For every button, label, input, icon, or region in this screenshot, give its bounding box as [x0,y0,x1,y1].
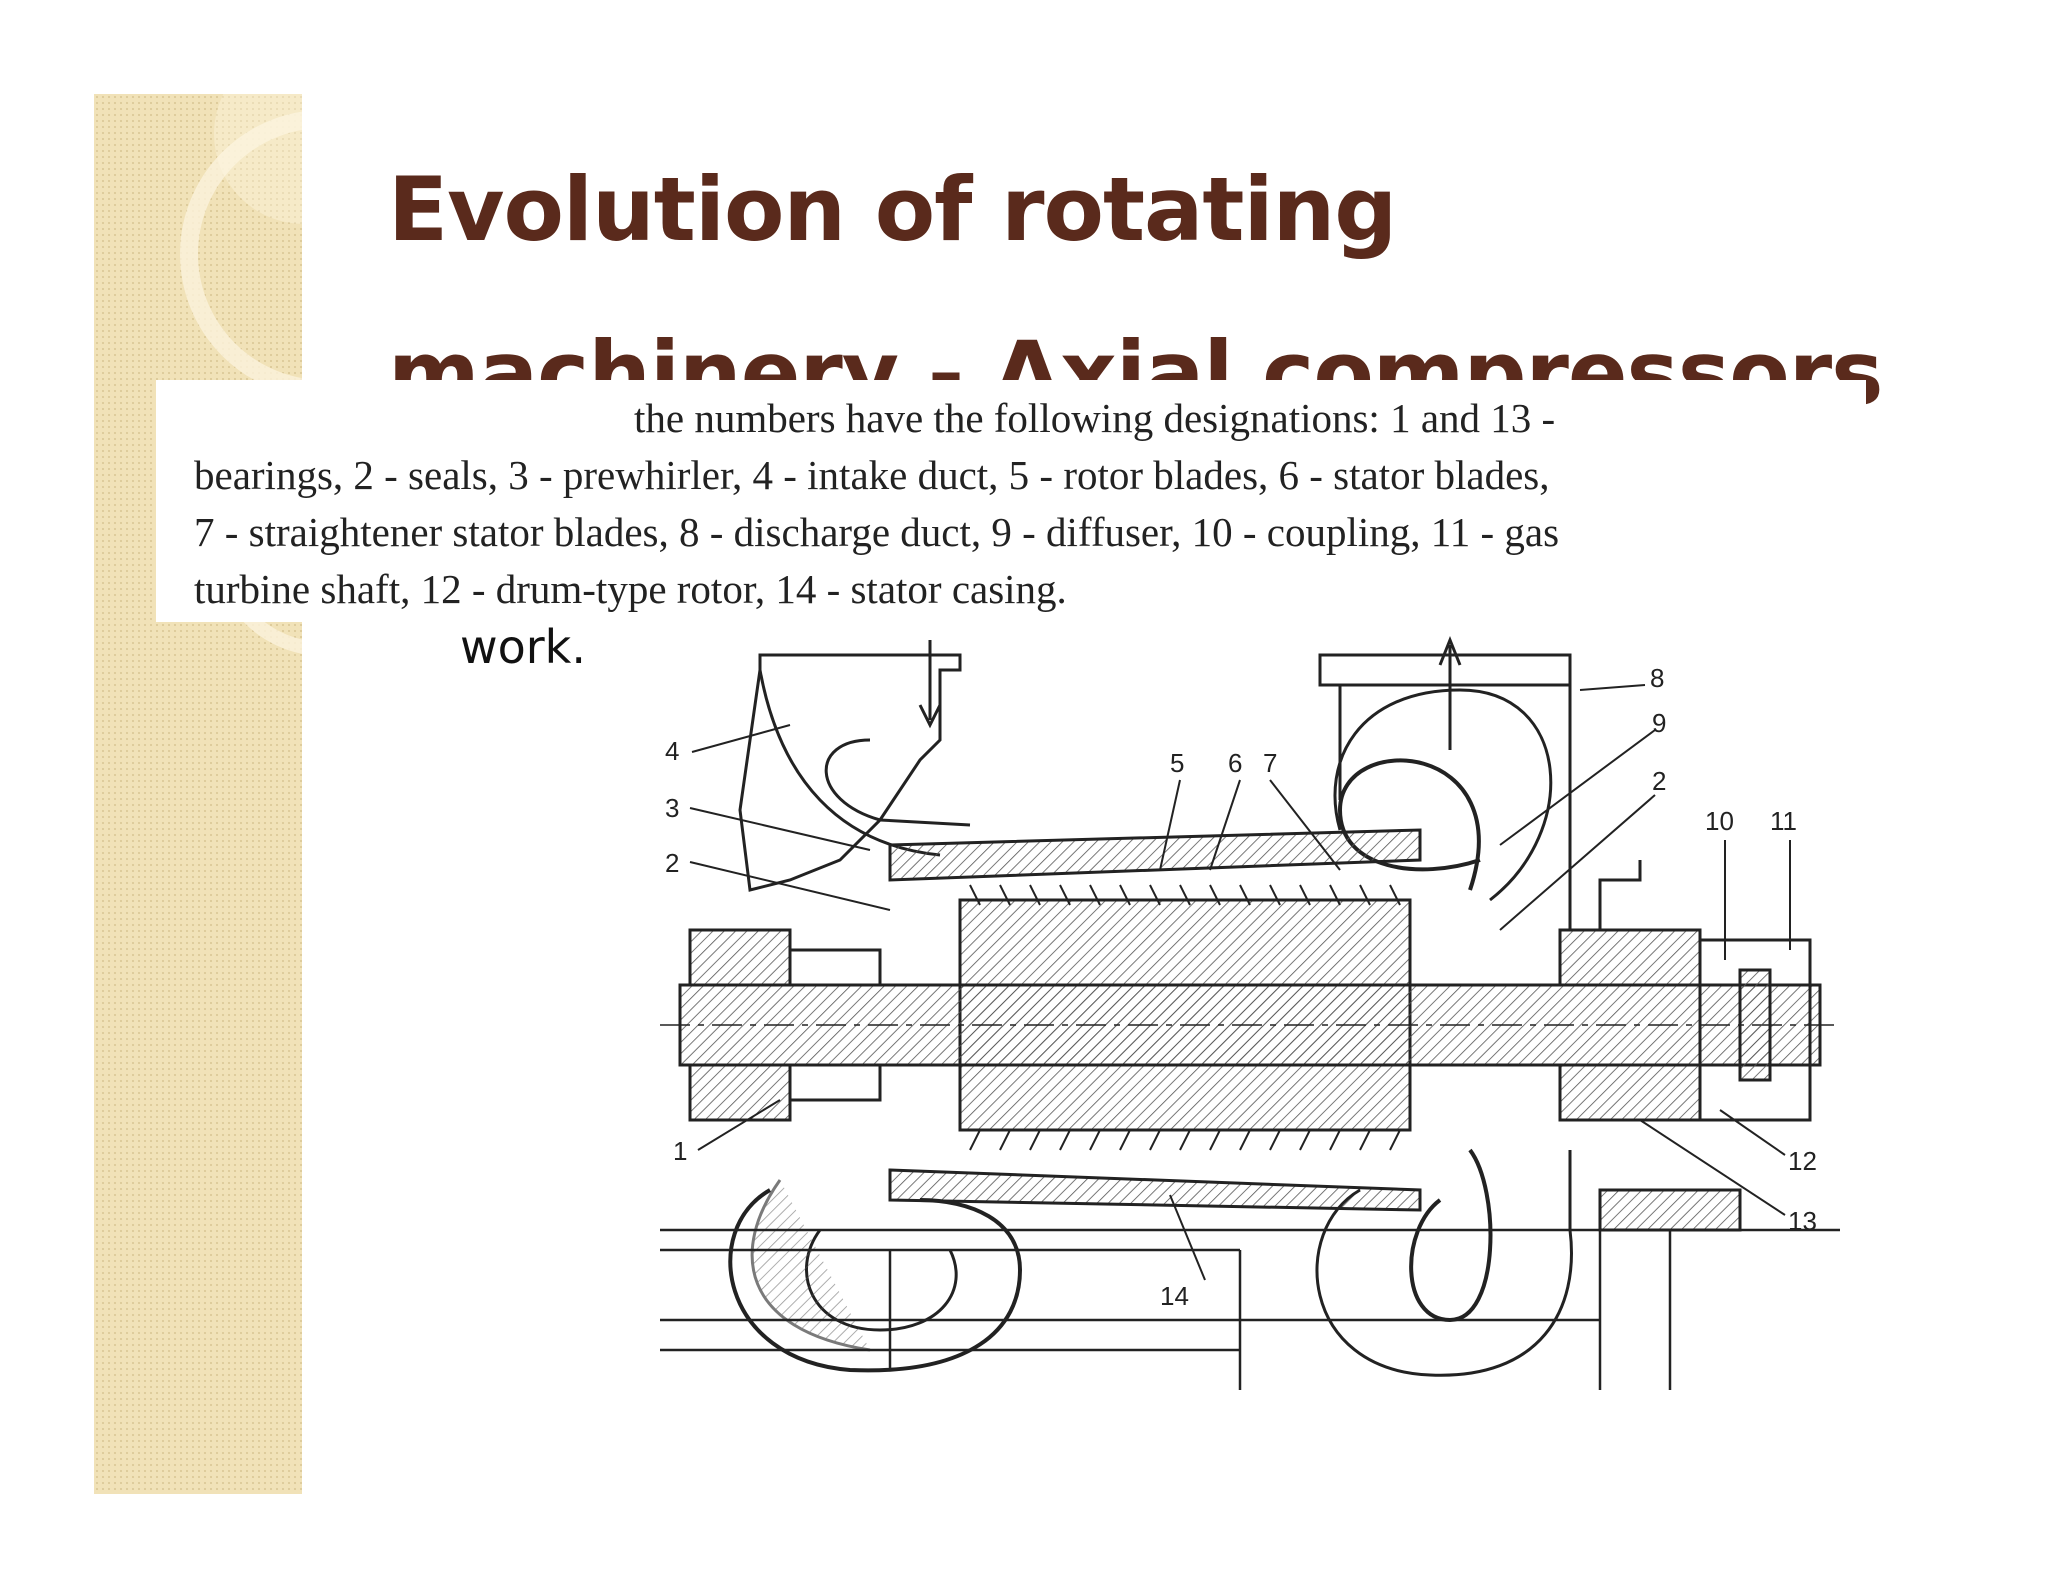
label-11: 11 [1770,806,1797,836]
label-2-left: 2 [665,848,679,878]
sidebar-swirl-graphic [180,94,302,654]
label-14: 14 [1160,1281,1189,1311]
label-5: 5 [1170,748,1184,778]
diagram-part-labels: 4 3 2 1 5 6 7 8 9 2 10 11 12 13 14 [665,663,1817,1311]
label-7: 7 [1263,748,1277,778]
caption-line-4: turbine shaft, 12 - drum-type rotor, 14 … [194,566,1067,612]
slide-title-line-1: Evolution of rotating [388,158,1397,261]
label-12: 12 [1788,1146,1817,1176]
label-9: 9 [1652,708,1666,738]
caption-line-1: the numbers have the following designati… [634,395,1556,441]
caption-line-3: 7 - straightener stator blades, 8 - disc… [194,509,1560,555]
body-text-fragment: work. [460,620,586,674]
label-6: 6 [1228,748,1242,778]
label-13: 13 [1788,1206,1817,1236]
label-1: 1 [673,1136,687,1166]
caption-line-2: bearings, 2 - seals, 3 - prewhirler, 4 -… [194,452,1550,498]
label-8: 8 [1650,663,1664,693]
label-10: 10 [1705,806,1734,836]
label-2-right: 2 [1652,766,1666,796]
axial-compressor-cross-section: 4 3 2 1 5 6 7 8 9 2 10 11 12 13 14 [660,635,1840,1390]
decorative-sidebar [94,94,302,1494]
label-3: 3 [665,793,679,823]
label-4: 4 [665,736,679,766]
figure-caption: the numbers have the following designati… [156,380,1866,622]
